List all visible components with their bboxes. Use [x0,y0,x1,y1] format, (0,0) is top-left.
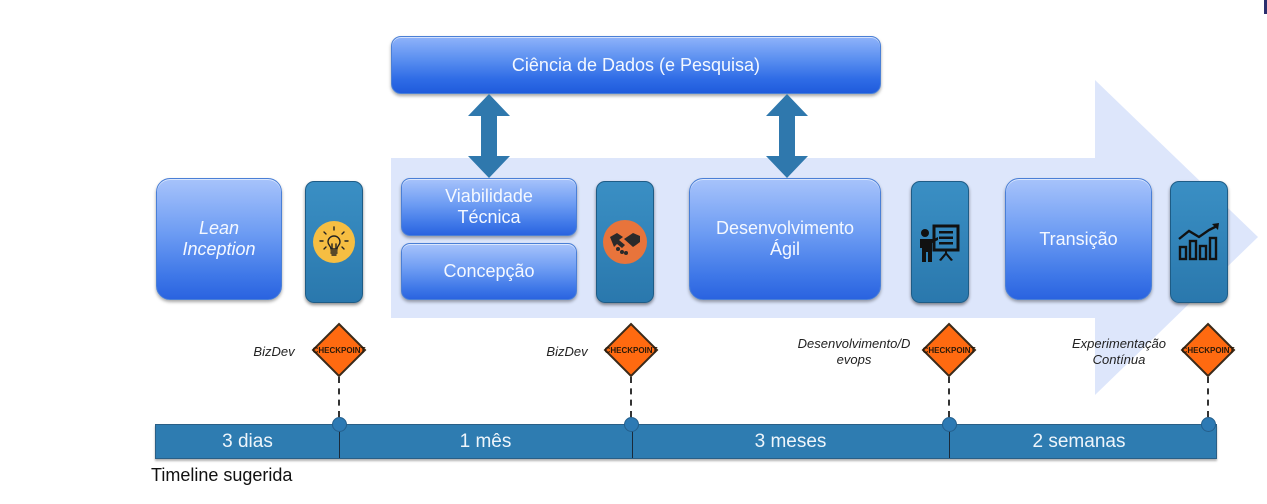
research-box-label: Ciência de Dados (e Pesquisa) [511,54,761,75]
timeline-divider [632,425,633,458]
growth-chart-icon [1178,223,1219,261]
checkpoint-label: BizDev [244,344,304,360]
checkpoint-label-text: BizDev [253,344,295,359]
milestone-dot [1201,417,1216,432]
timeline-segment: 3 dias [156,425,339,458]
handshake-icon [603,220,647,264]
phase-lean-inception: Lean Inception [156,178,282,300]
timeline-segment: 1 mês [339,425,632,458]
checkpoint-label: BizDev [537,344,597,360]
timeline-caption: Timeline sugerida [151,465,293,485]
phase-label: Ágil [769,239,800,259]
checkpoint-sign: CHECKPOINT [311,322,367,378]
phase-transicao: Transição [1005,178,1152,300]
research-box: Ciência de Dados (e Pesquisa) [391,36,881,94]
timeline-divider [339,425,340,458]
phase-label: Concepção [443,261,535,282]
timeline-segment: 2 semanas [949,425,1209,458]
timeline-segment-label: 2 semanas [1032,430,1126,452]
checkpoint-sign: CHECKPOINT [603,322,659,378]
timeline-bar: 3 dias 1 mês 3 meses 2 semanas [155,424,1217,459]
phase-label: Lean [198,218,240,239]
checkpoint-sign-text: CHECKPOINT [313,346,366,355]
phase-label: Viabilidade [445,186,533,207]
checkpoint-label-text: Contínua [1092,352,1146,368]
checkpoint-connector [1207,377,1209,417]
phase-label: Técnica [457,207,521,227]
icon-card-presentation [911,181,969,303]
timeline-divider [949,425,950,458]
checkpoint-connector [948,377,950,417]
icon-card-metrics [1170,181,1228,303]
checkpoint-connector [630,377,632,417]
checkpoint-label-text: Experimentação [1072,336,1166,351]
checkpoint-label-text: BizDev [546,344,588,359]
checkpoint-connector [338,377,340,417]
checkpoint-sign: CHECKPOINT [921,322,977,378]
phase-viabilidade-tecnica: Viabilidade Técnica [401,178,577,236]
milestone-dot [942,417,957,432]
checkpoint-sign-text: CHECKPOINT [1182,346,1235,355]
phase-concepcao: Concepção [401,243,577,300]
icon-card-idea [305,181,363,303]
checkpoint-sign: CHECKPOINT [1180,322,1236,378]
presentation-icon [920,224,960,262]
checkpoint-label-text: evops [836,352,872,368]
corner-mark [1264,0,1267,14]
icon-card-agreement [596,181,654,303]
checkpoint-label: Experimentação Contínua [1064,336,1174,369]
phase-desenvolvimento-agil: Desenvolvimento Ágil [689,178,881,300]
checkpoint-sign-text: CHECKPOINT [605,346,658,355]
double-arrow-icon [766,94,808,178]
checkpoint-label-text: Desenvolvimento/D [797,336,911,351]
milestone-dot [624,417,639,432]
timeline-segment-label: 1 mês [459,430,512,452]
timeline-segment: 3 meses [632,425,949,458]
phase-label: Desenvolvimento [715,218,855,239]
phase-label: Transição [1039,228,1118,249]
checkpoint-sign-text: CHECKPOINT [923,346,976,355]
phase-label: Inception [182,239,256,259]
timeline-segment-label: 3 meses [754,430,827,452]
double-arrow-icon [468,94,510,178]
checkpoint-label: Desenvolvimento/D evops [786,336,922,369]
lightbulb-icon [313,221,355,263]
milestone-dot [332,417,347,432]
timeline-segment-label: 3 dias [222,430,273,452]
